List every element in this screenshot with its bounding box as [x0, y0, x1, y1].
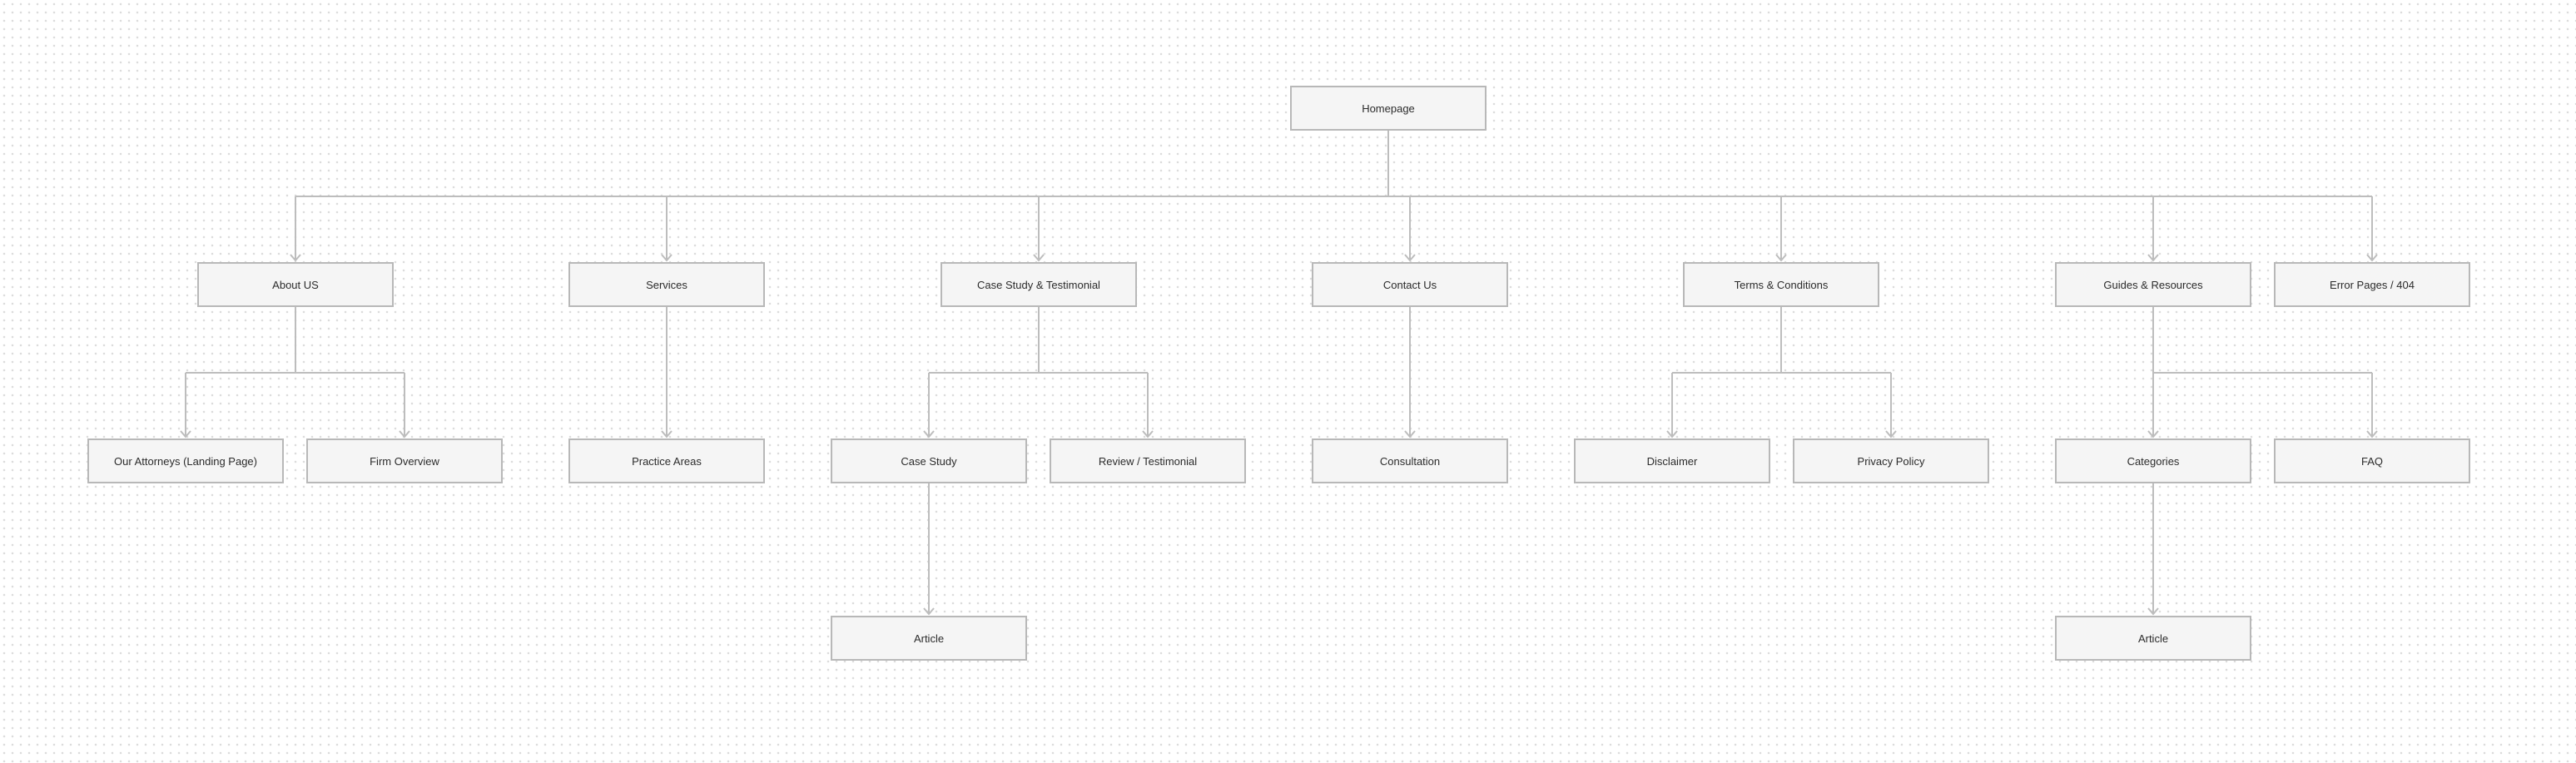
- node-error-pages[interactable]: Error Pages / 404: [2274, 262, 2470, 307]
- arrowhead-practice-areas: [661, 430, 673, 438]
- arrowhead-privacy-policy: [1885, 430, 1897, 438]
- node-terms-conditions[interactable]: Terms & Conditions: [1683, 262, 1879, 307]
- arrowhead-case-study-testimonial: [1033, 254, 1045, 262]
- arrowhead-faq: [2366, 430, 2378, 438]
- node-consultation[interactable]: Consultation: [1312, 438, 1508, 483]
- node-faq[interactable]: FAQ: [2274, 438, 2470, 483]
- arrowhead-contact-us: [1404, 254, 1416, 262]
- node-categories-article[interactable]: Article: [2055, 616, 2251, 661]
- node-categories[interactable]: Categories: [2055, 438, 2251, 483]
- node-review-testimonial[interactable]: Review / Testimonial: [1050, 438, 1246, 483]
- arrowhead-our-attorneys: [180, 430, 191, 438]
- node-contact-us[interactable]: Contact Us: [1312, 262, 1508, 307]
- node-guides-resources[interactable]: Guides & Resources: [2055, 262, 2251, 307]
- node-case-study-testimonial[interactable]: Case Study & Testimonial: [941, 262, 1137, 307]
- node-privacy-policy[interactable]: Privacy Policy: [1793, 438, 1989, 483]
- arrowhead-guides-resources: [2147, 254, 2159, 262]
- node-services[interactable]: Services: [568, 262, 765, 307]
- node-disclaimer[interactable]: Disclaimer: [1574, 438, 1770, 483]
- arrowhead-review-testimonial: [1142, 430, 1154, 438]
- node-case-study-article[interactable]: Article: [831, 616, 1027, 661]
- node-our-attorneys[interactable]: Our Attorneys (Landing Page): [87, 438, 284, 483]
- arrowhead-consultation: [1404, 430, 1416, 438]
- node-case-study[interactable]: Case Study: [831, 438, 1027, 483]
- arrowhead-firm-overview: [399, 430, 410, 438]
- arrowhead-terms-conditions: [1775, 254, 1787, 262]
- node-practice-areas[interactable]: Practice Areas: [568, 438, 765, 483]
- arrowhead-services: [661, 254, 673, 262]
- arrowhead-categories-article: [2147, 607, 2159, 616]
- arrowhead-categories: [2147, 430, 2159, 438]
- node-homepage[interactable]: Homepage: [1290, 86, 1487, 131]
- arrowhead-about-us: [290, 254, 301, 262]
- arrowhead-disclaimer: [1666, 430, 1678, 438]
- node-firm-overview[interactable]: Firm Overview: [306, 438, 503, 483]
- arrowhead-case-study: [923, 430, 935, 438]
- arrowhead-error-pages: [2366, 254, 2378, 262]
- node-about-us[interactable]: About US: [197, 262, 394, 307]
- arrowhead-case-study-article: [923, 607, 935, 616]
